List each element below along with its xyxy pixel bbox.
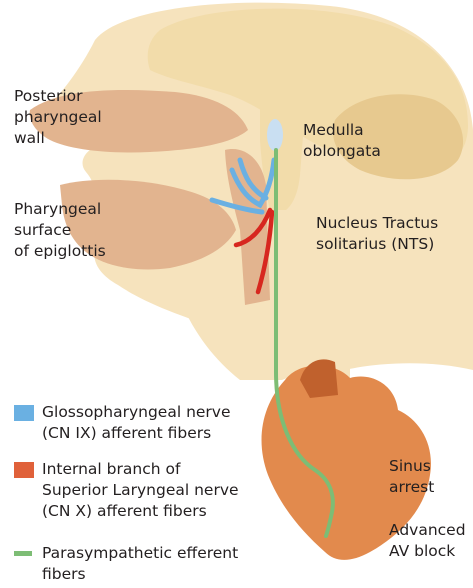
label-nts: Nucleus Tractus solitarius (NTS) bbox=[316, 213, 438, 255]
legend-item-sln: Internal branch of Superior Laryngeal ne… bbox=[14, 459, 274, 523]
label-sinus-arrest: Sinus arrest bbox=[389, 456, 434, 498]
legend-swatch-efferent bbox=[14, 551, 32, 556]
legend-text-cn-ix: Glossopharyngeal nerve (CN IX) afferent … bbox=[42, 402, 282, 444]
label-medulla-oblongata: Medulla oblongata bbox=[303, 120, 381, 162]
legend-item-efferent: Parasympathetic efferent fibers bbox=[14, 543, 274, 587]
label-posterior-pharyngeal-wall: Posterior pharyngeal wall bbox=[14, 86, 102, 149]
legend-item-cn-ix: Glossopharyngeal nerve (CN IX) afferent … bbox=[14, 402, 274, 446]
legend-swatch-sln bbox=[14, 462, 34, 478]
label-av-block: Advanced AV block bbox=[389, 520, 466, 562]
legend-swatch-cn-ix bbox=[14, 405, 34, 421]
legend-text-sln: Internal branch of Superior Laryngeal ne… bbox=[42, 459, 282, 522]
label-pharyngeal-surface-epiglottis: Pharyngeal surface of epiglottis bbox=[14, 199, 106, 262]
legend-text-efferent: Parasympathetic efferent fibers bbox=[42, 543, 282, 585]
medulla-highlight bbox=[267, 119, 283, 151]
